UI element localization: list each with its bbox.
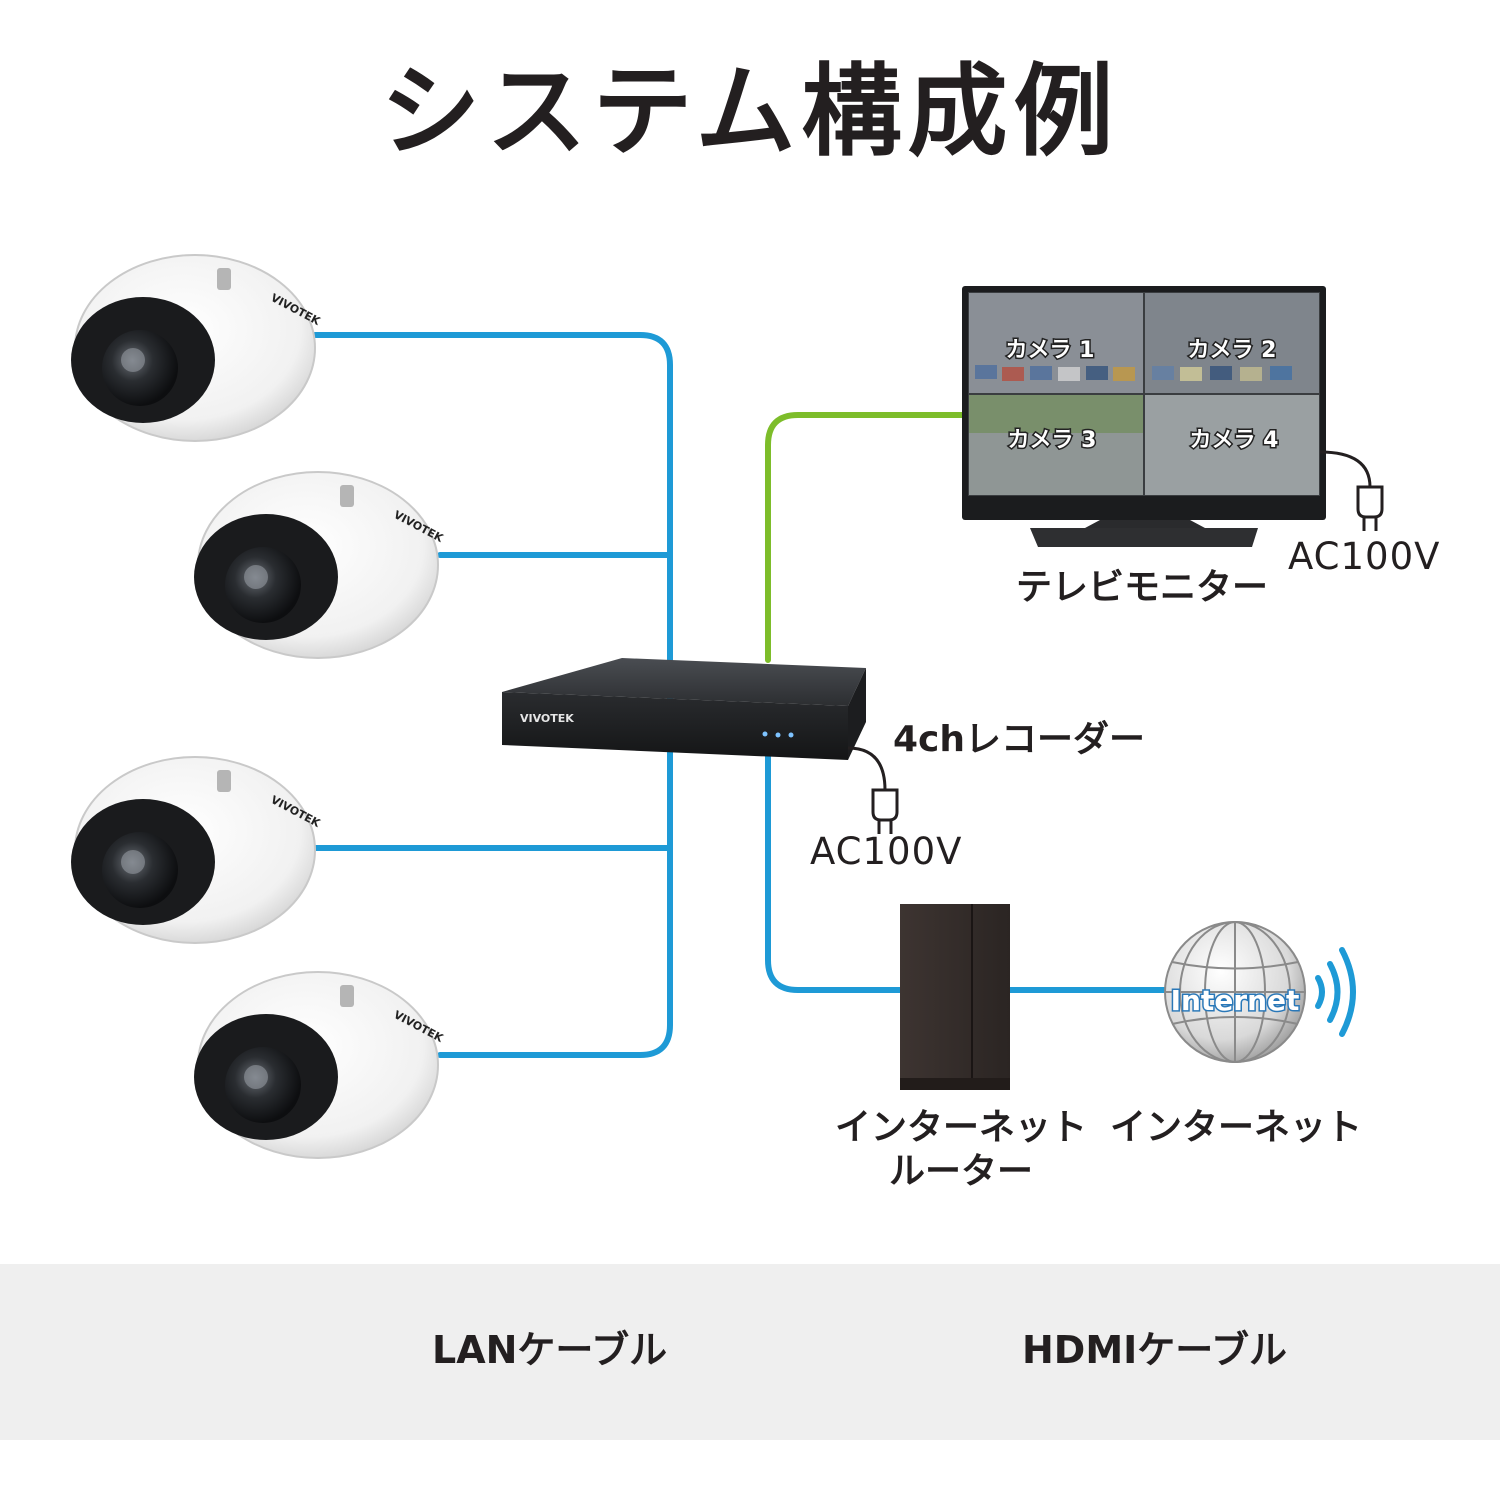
plug-icon: [1356, 485, 1384, 519]
camera-1: VIVOTEK: [71, 254, 323, 442]
router-label-line-2: ルーター: [888, 1151, 1033, 1192]
recorder-device: VIVOTEK: [502, 658, 866, 760]
tv-monitor: カメラ 1 カメラ 2 カメラ 3 カメラ 4: [962, 286, 1326, 547]
router-label: インターネット ルーター: [826, 1106, 1096, 1194]
page-title: システム構成例: [380, 53, 1120, 170]
internet-router: [900, 904, 1010, 1090]
lan-cable-camera-4: [437, 752, 673, 1058]
hdmi-cable-monitor: [765, 412, 968, 663]
recorder-power-cord: [847, 746, 899, 834]
internet-globe-icon: Internet: [1164, 921, 1306, 1063]
monitor-power-cord: [1319, 450, 1384, 531]
camera-2: VIVOTEK: [194, 471, 446, 659]
monitor-label: テレビモニター: [1016, 567, 1269, 608]
plug-icon: [871, 788, 899, 822]
internet-badge: Internet: [1171, 984, 1300, 1017]
internet-label: インターネット: [1110, 1107, 1363, 1148]
quadrant-label-4: カメラ 4: [1190, 428, 1279, 453]
hdmi-legend-label: HDMIケーブル: [1022, 1328, 1288, 1372]
recorder-label: 4chレコーダー: [893, 719, 1146, 760]
quadrant-label-2: カメラ 2: [1188, 338, 1277, 363]
lan-cables: [312, 332, 1168, 1058]
camera-3: VIVOTEK: [71, 756, 323, 944]
lan-cable-router: [765, 732, 905, 993]
router-label-line-1: インターネット: [834, 1107, 1087, 1148]
lan-legend-label: LANケーブル: [432, 1328, 668, 1372]
wireless-icon: [1315, 947, 1356, 1037]
recorder-power-label: AC100V: [810, 830, 963, 873]
camera-feed-4: [1145, 395, 1319, 495]
lan-cable-camera-1: [312, 332, 673, 758]
recorder-brand: VIVOTEK: [520, 712, 574, 725]
monitor-power-label: AC100V: [1288, 535, 1441, 578]
quadrant-label-3: カメラ 3: [1008, 428, 1097, 453]
quadrant-label-1: カメラ 1: [1006, 338, 1095, 363]
legend-panel: LANケーブル HDMIケーブル: [0, 1264, 1500, 1440]
camera-4: VIVOTEK: [194, 971, 446, 1159]
